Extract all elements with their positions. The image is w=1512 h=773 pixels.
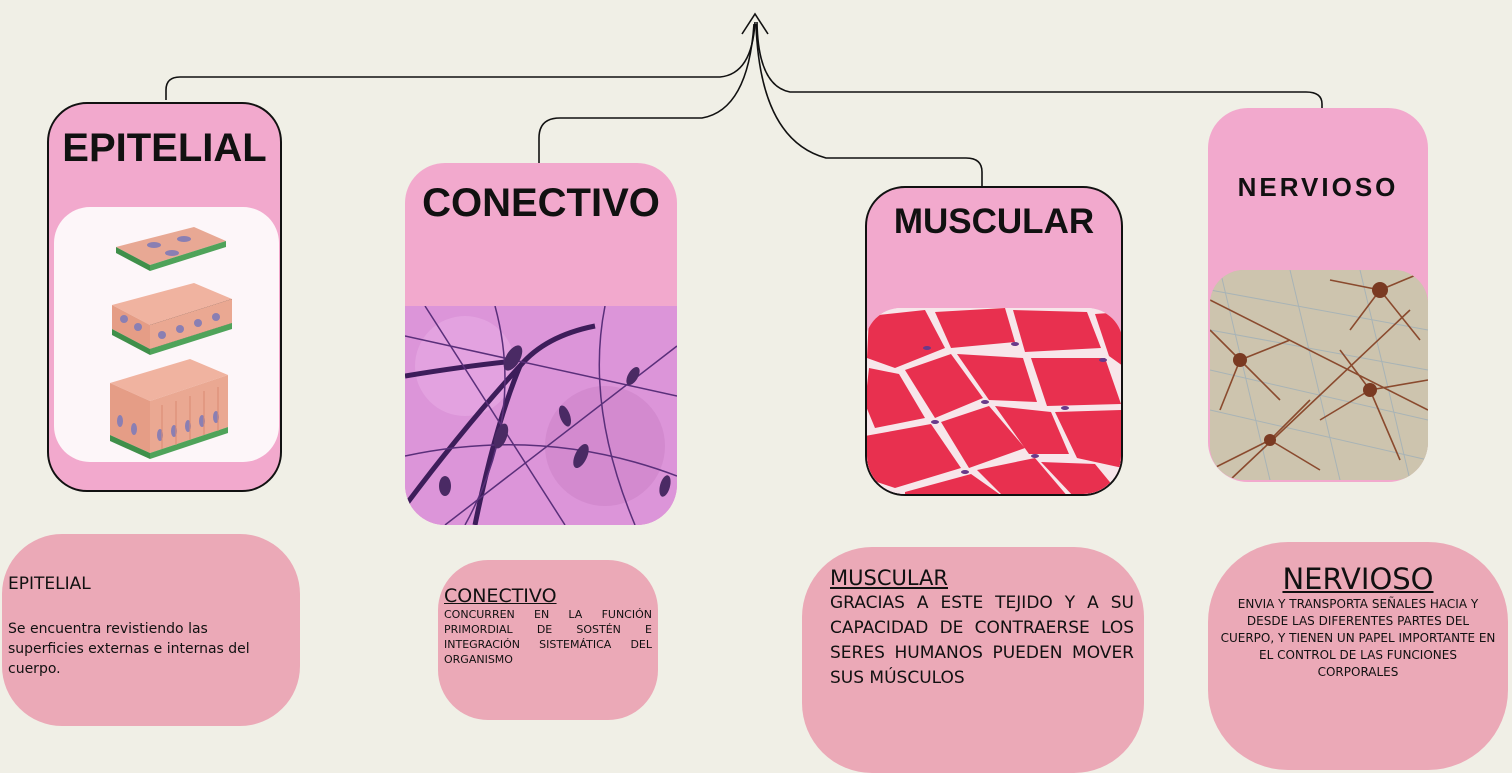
connector-nervioso bbox=[757, 22, 1322, 113]
description-heading: EPITELIAL bbox=[8, 574, 286, 594]
description-epitelial: EPITELIAL Se encuentra revistiendo las s… bbox=[2, 534, 300, 726]
description-muscular: MUSCULAR GRACIAS A ESTE TEJIDO Y A SU CA… bbox=[802, 547, 1144, 773]
card-muscular: MUSCULAR bbox=[865, 186, 1123, 496]
card-title: MUSCULAR bbox=[867, 202, 1121, 242]
connector-conectivo bbox=[539, 24, 754, 163]
connective-tissue-micrograph-icon bbox=[405, 306, 677, 525]
description-nervioso: NERVIOSO ENVIA Y TRANSPORTA SEÑALES HACI… bbox=[1208, 542, 1508, 770]
description-text: GRACIAS A ESTE TEJIDO Y A SU CAPACIDAD D… bbox=[830, 591, 1134, 691]
connector-epitelial bbox=[166, 22, 755, 100]
card-title: NERVIOSO bbox=[1208, 172, 1428, 203]
description-text: ENVIA Y TRANSPORTA SEÑALES HACIA Y DESDE… bbox=[1214, 596, 1502, 681]
description-heading: MUSCULAR bbox=[830, 565, 1134, 591]
description-heading: CONECTIVO bbox=[444, 585, 652, 607]
epithelial-cells-illustration-icon bbox=[54, 207, 279, 462]
description-heading: NERVIOSO bbox=[1214, 562, 1502, 596]
description-conectivo: CONECTIVO CONCURREN EN LA FUNCIÓN PRIMOR… bbox=[438, 560, 658, 720]
card-conectivo: CONECTIVO bbox=[405, 163, 677, 525]
card-nervioso: NERVIOSO bbox=[1208, 108, 1428, 482]
card-epitelial: EPITELIAL bbox=[47, 102, 282, 492]
card-title: CONECTIVO bbox=[405, 181, 677, 226]
connector-muscular bbox=[756, 24, 982, 190]
nerve-tissue-micrograph-icon bbox=[1210, 270, 1428, 480]
card-title: EPITELIAL bbox=[49, 126, 280, 171]
description-text: Se encuentra revistiendo las superficies… bbox=[8, 619, 286, 679]
description-text: CONCURREN EN LA FUNCIÓN PRIMORDIAL DE SO… bbox=[444, 607, 652, 667]
muscle-tissue-micrograph-icon bbox=[865, 308, 1123, 496]
